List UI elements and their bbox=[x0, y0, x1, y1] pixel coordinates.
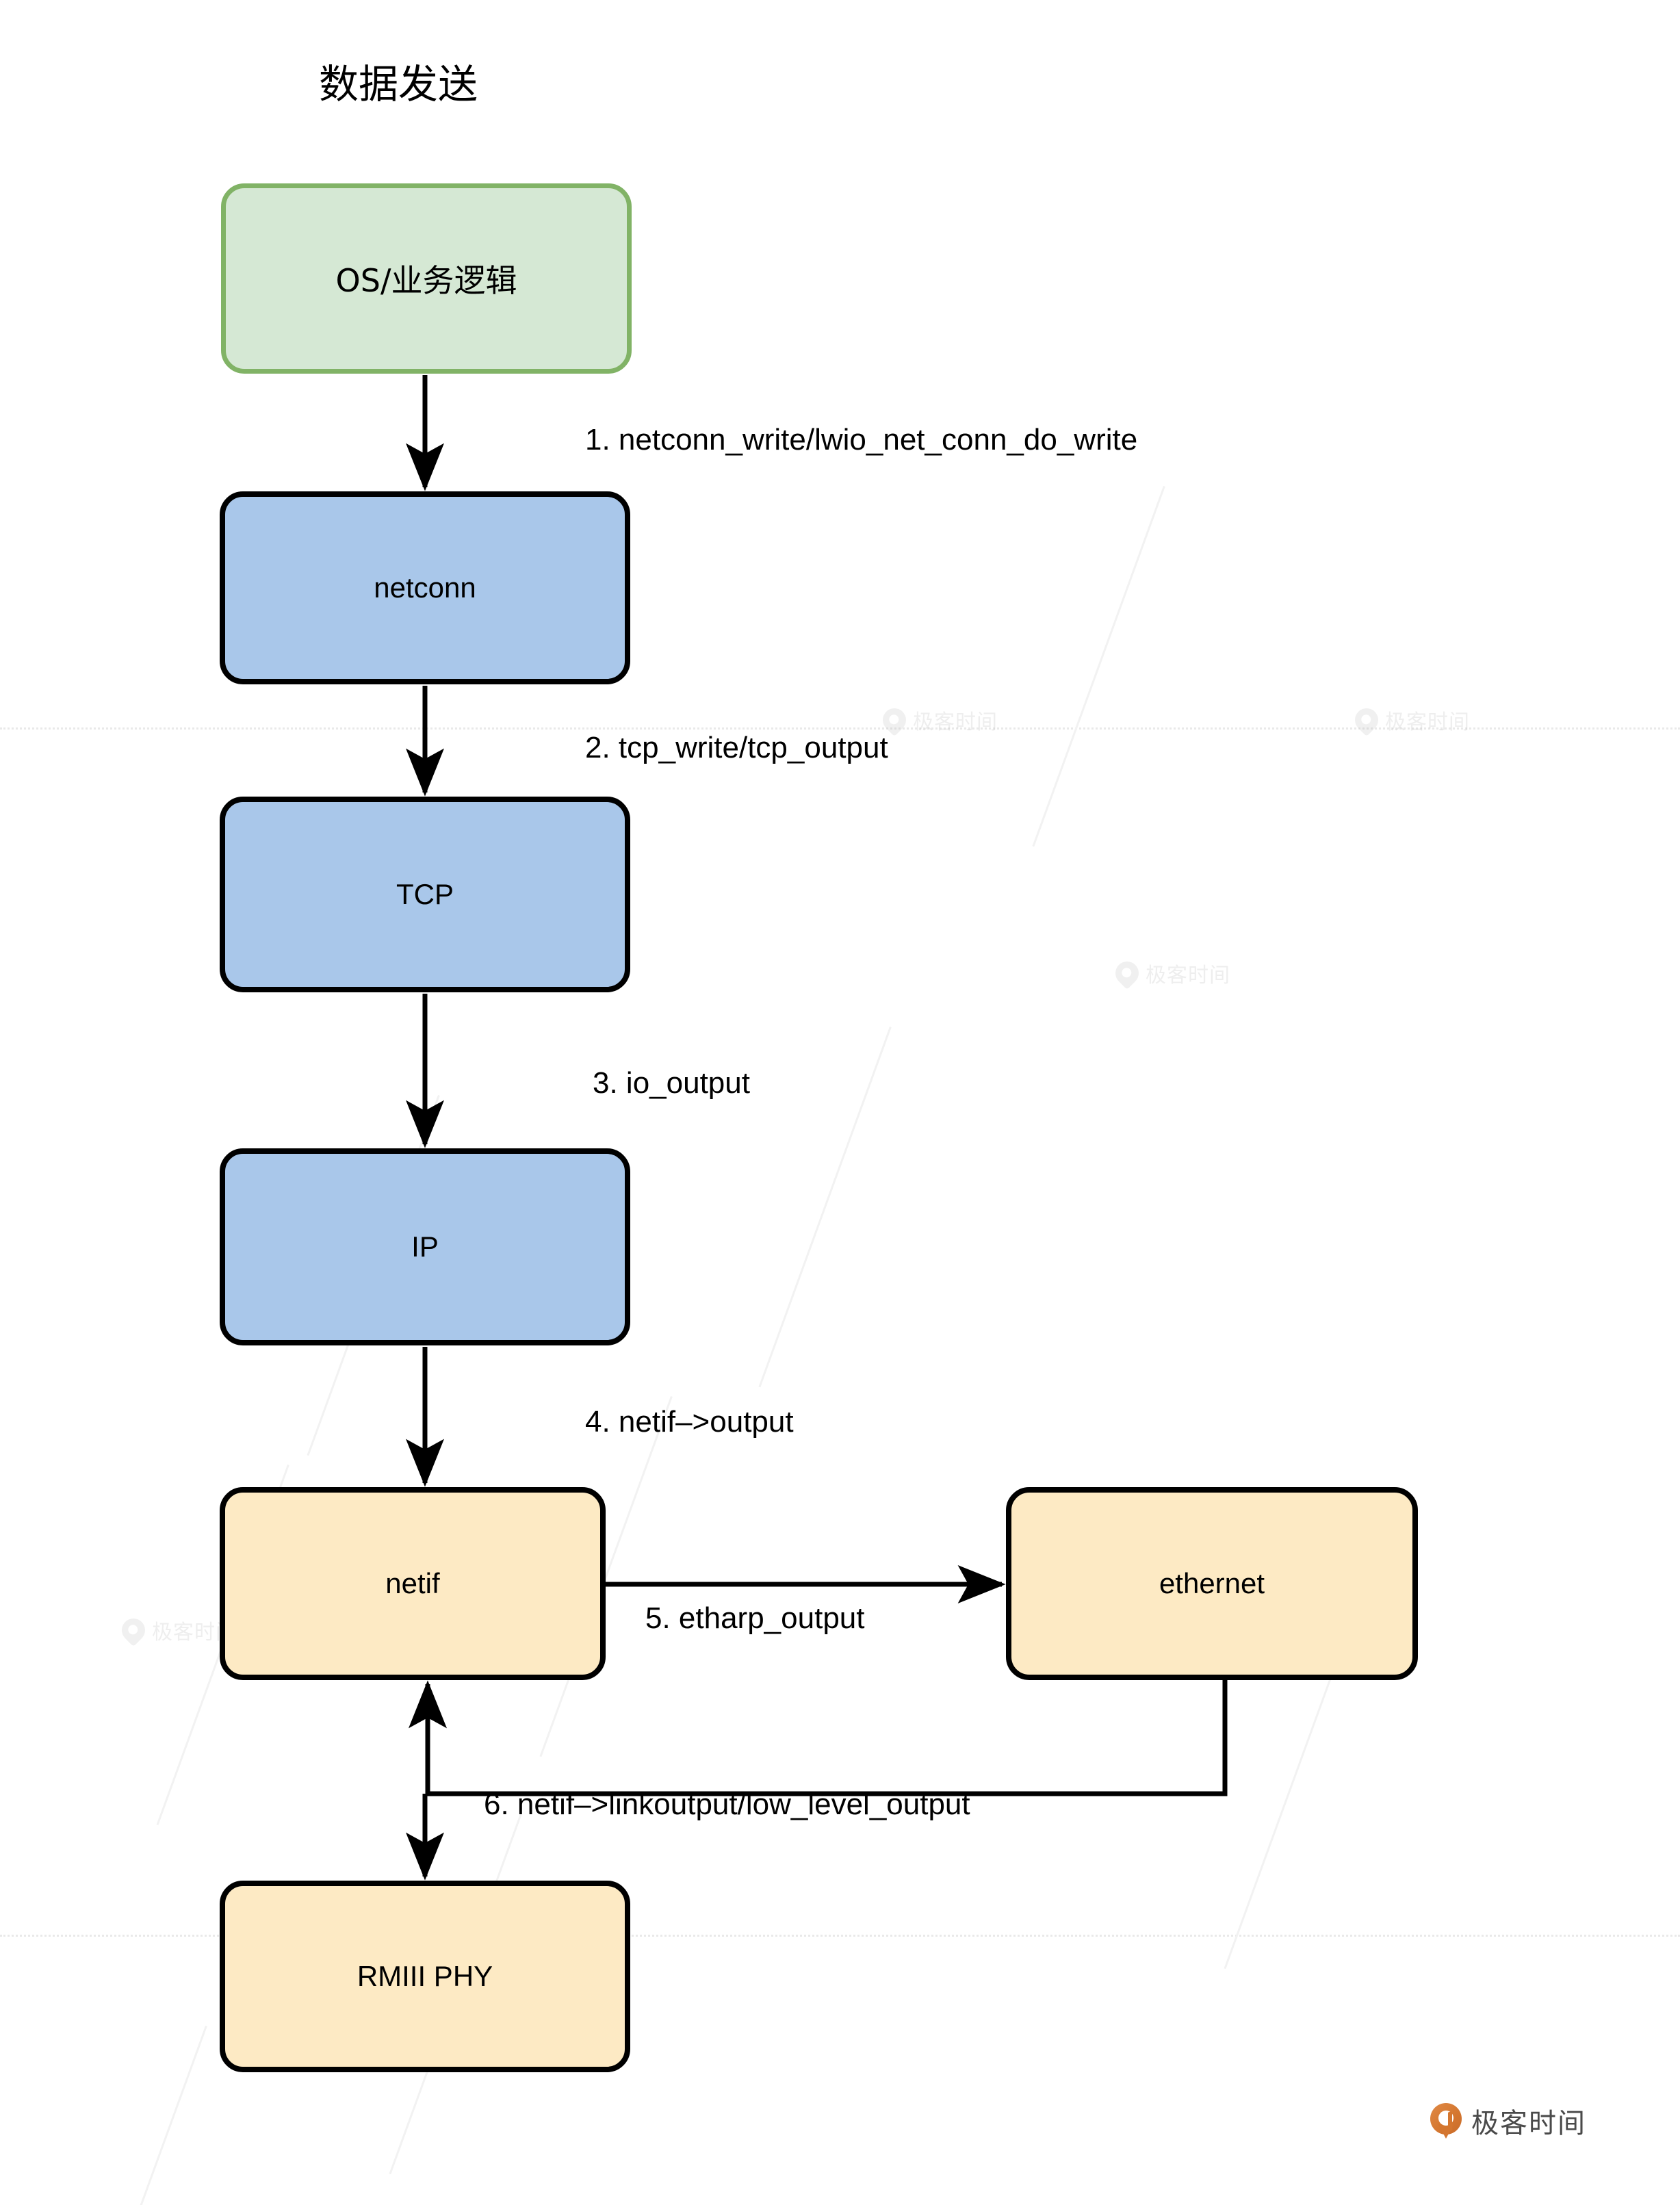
geektime-pin-icon bbox=[1430, 2103, 1462, 2139]
node-tcp[interactable]: TCP bbox=[220, 797, 630, 992]
edge-label-4-netif-output: 4. netif–>output bbox=[585, 1405, 794, 1439]
brand-logo: 极客时间 bbox=[1430, 2101, 1586, 2141]
edge-label-2-tcp-write: 2. tcp_write/tcp_output bbox=[585, 731, 888, 764]
node-ethernet[interactable]: ethernet bbox=[1006, 1487, 1418, 1680]
edge-label-1-netconn-write: 1. netconn_write/lwio_net_conn_do_write bbox=[585, 423, 1138, 456]
node-os-business-logic[interactable]: OS/业务逻辑 bbox=[221, 183, 632, 374]
node-netif[interactable]: netif bbox=[220, 1487, 606, 1680]
node-netconn[interactable]: netconn bbox=[220, 491, 630, 684]
edge-label-6-netif-linkoutput: 6. netif–>linkoutput/low_level_output bbox=[484, 1788, 970, 1821]
edge-label-5-etharp-output: 5. etharp_output bbox=[645, 1601, 865, 1635]
edge-label-3-io-output: 3. io_output bbox=[593, 1066, 750, 1100]
brand-name: 极客时间 bbox=[1471, 2108, 1586, 2139]
edge-ethernet-to-netif-return bbox=[409, 1680, 1228, 1796]
node-rmiii-phy[interactable]: RMIII PHY bbox=[220, 1881, 630, 2072]
node-ip[interactable]: IP bbox=[220, 1148, 630, 1345]
page-title: 数据发送 bbox=[319, 61, 478, 107]
